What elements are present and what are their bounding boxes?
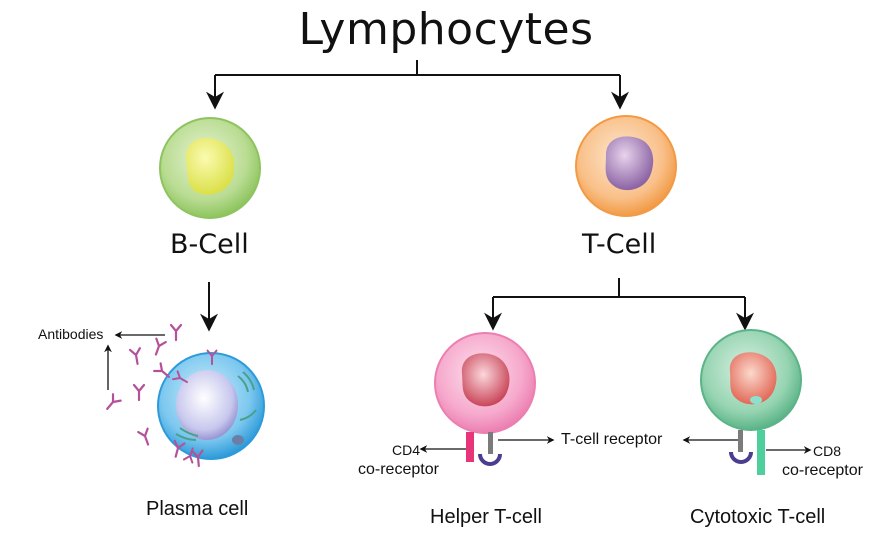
- cd4-label: CD4: [392, 442, 421, 458]
- t-cell-receptor-label: T-cell receptor: [561, 431, 663, 448]
- diagram-title: Lymphocytes: [298, 4, 594, 55]
- cytotoxic-t-cell-label: Cytotoxic T-cell: [690, 506, 826, 528]
- t-cell-illustration: [575, 115, 677, 217]
- b-cell-label: B-Cell: [170, 229, 249, 260]
- b-cell-illustration: [159, 117, 261, 219]
- antibodies-arrows: [104, 331, 165, 390]
- cd8-label: CD8: [813, 443, 842, 459]
- cytotoxic-t-cell-illustration: [700, 329, 802, 475]
- t-cell-label: T-Cell: [582, 229, 657, 260]
- plasma-cell-illustration: [157, 349, 265, 464]
- receptor-arrows: [419, 436, 812, 454]
- cd8-co-receptor-label: co-receptor: [782, 462, 863, 479]
- cd4-co-receptor-icon: [466, 432, 474, 462]
- cd4-co-receptor-label: co-receptor: [358, 461, 439, 478]
- connectors: [200, 60, 754, 332]
- helper-t-cell-label: Helper T-cell: [430, 506, 542, 528]
- antibodies-label: Antibodies: [38, 326, 104, 342]
- helper-t-cell-illustration: [434, 332, 536, 466]
- plasma-cell-label: Plasma cell: [146, 498, 249, 520]
- cd8-co-receptor-icon: [757, 430, 765, 475]
